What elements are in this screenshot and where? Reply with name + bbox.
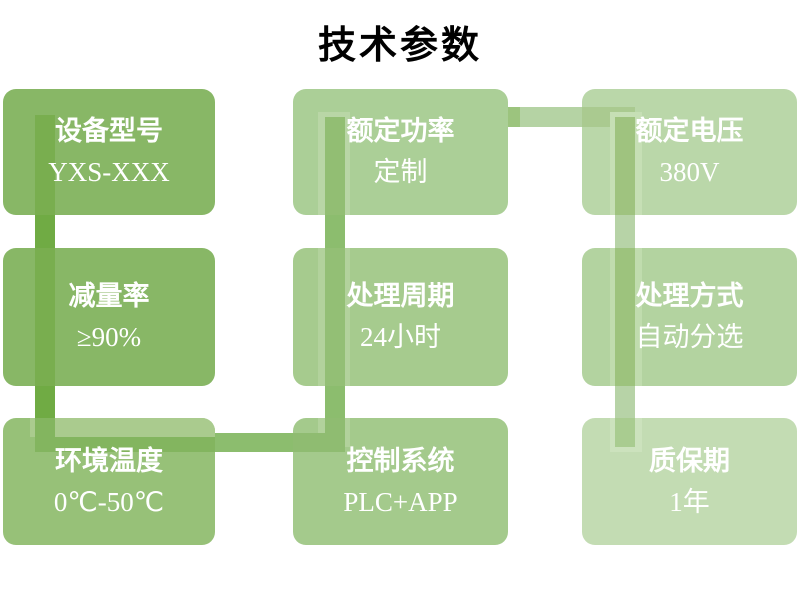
spec-label: 处理方式: [635, 281, 744, 311]
connector-overlay: [325, 418, 345, 452]
spec-value: 定制: [373, 157, 428, 187]
spec-box-ambient-temperature: 环境温度 0℃-50℃: [3, 418, 215, 545]
spec-label: 额定电压: [635, 116, 744, 146]
connector-overlay: [35, 115, 55, 215]
spec-value: 0℃-50℃: [53, 486, 165, 517]
spec-value: YXS-XXX: [48, 157, 170, 187]
spec-value: 24小时: [360, 322, 441, 352]
spec-value: ≥90%: [76, 322, 142, 352]
spec-value: 自动分选: [635, 322, 744, 352]
spec-value: PLC+APP: [343, 486, 458, 517]
connector-overlay: [35, 248, 55, 386]
connector-overlay: [35, 418, 55, 452]
connector-overlay: [325, 248, 345, 386]
spec-box-control-system: 控制系统 PLC+APP: [293, 418, 508, 545]
connector-overlay: [615, 248, 635, 386]
connector-overlay: [615, 418, 635, 447]
spec-box-reduction-rate: 减量率 ≥90%: [3, 248, 215, 386]
spec-box-rated-power: 额定功率 定制: [293, 89, 508, 215]
connector-overlay: [325, 117, 345, 215]
spec-value: 1年: [669, 486, 710, 517]
spec-box-processing-cycle: 处理周期 24小时: [293, 248, 508, 386]
spec-label: 设备型号: [55, 116, 163, 146]
spec-label: 控制系统: [346, 445, 455, 476]
spec-label: 环境温度: [55, 445, 163, 476]
spec-label: 额定功率: [346, 116, 455, 146]
spec-label: 质保期: [649, 445, 730, 476]
spec-box-warranty-period: 质保期 1年: [582, 418, 797, 545]
slide-title: 技术参数: [317, 25, 482, 67]
spec-box-rated-voltage: 额定电压 380V: [582, 89, 797, 215]
spec-label: 处理周期: [346, 281, 455, 311]
connector-overlay: [615, 117, 635, 215]
spec-box-processing-method: 处理方式 自动分选: [582, 248, 797, 386]
connector-overlay: [35, 437, 215, 452]
spec-value: 380V: [659, 157, 720, 187]
spec-box-device-model: 设备型号 YXS-XXX: [3, 89, 215, 215]
connector-overlay: [30, 418, 215, 437]
spec-label: 减量率: [68, 281, 150, 311]
